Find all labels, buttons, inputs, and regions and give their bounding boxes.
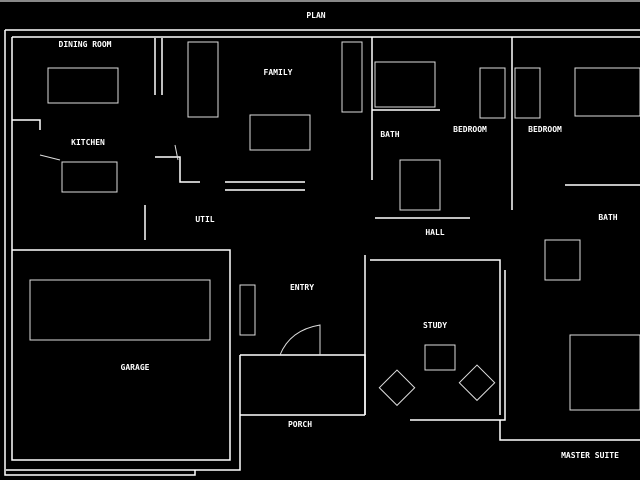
sofa <box>249 114 311 151</box>
label-hall: HALL <box>425 228 444 237</box>
entry-door-swing <box>279 324 321 356</box>
label-porch: PORCH <box>288 420 312 429</box>
closet-2 <box>514 67 541 119</box>
chair-1 <box>378 369 416 407</box>
study-table <box>424 344 456 371</box>
label-family: FAMILY <box>264 68 293 77</box>
bed-2 <box>574 67 640 117</box>
closet <box>479 67 506 119</box>
label-garage: GARAGE <box>121 363 150 372</box>
master-bed <box>569 334 640 411</box>
label-bedroom-2: BEDROOM <box>528 125 562 134</box>
label-entry: ENTRY <box>290 283 314 292</box>
garage-shelf <box>239 284 256 336</box>
label-bath-1: BATH <box>380 130 399 139</box>
outer-walls <box>4 29 640 476</box>
tub <box>399 159 441 211</box>
kitchen-island <box>61 161 118 193</box>
shelf <box>341 41 363 113</box>
label-study: STUDY <box>423 321 447 330</box>
chair-2 <box>458 364 496 402</box>
bed-1 <box>374 61 436 108</box>
family-cabinet <box>187 41 219 118</box>
dining-table <box>47 67 119 104</box>
label-bedroom-1: BEDROOM <box>453 125 487 134</box>
label-dining: DINING ROOM <box>59 40 112 49</box>
car <box>29 279 211 341</box>
interior-walls <box>12 37 640 415</box>
label-master: MASTER SUITE <box>561 451 619 460</box>
kitchen-counter <box>39 144 179 161</box>
furniture <box>29 41 640 411</box>
top-border <box>0 0 640 2</box>
plan-title: PLAN <box>306 11 325 20</box>
label-bath-2: BATH <box>598 213 617 222</box>
label-kitchen: KITCHEN <box>71 138 105 147</box>
label-util: UTIL <box>195 215 214 224</box>
vanity <box>544 239 581 281</box>
